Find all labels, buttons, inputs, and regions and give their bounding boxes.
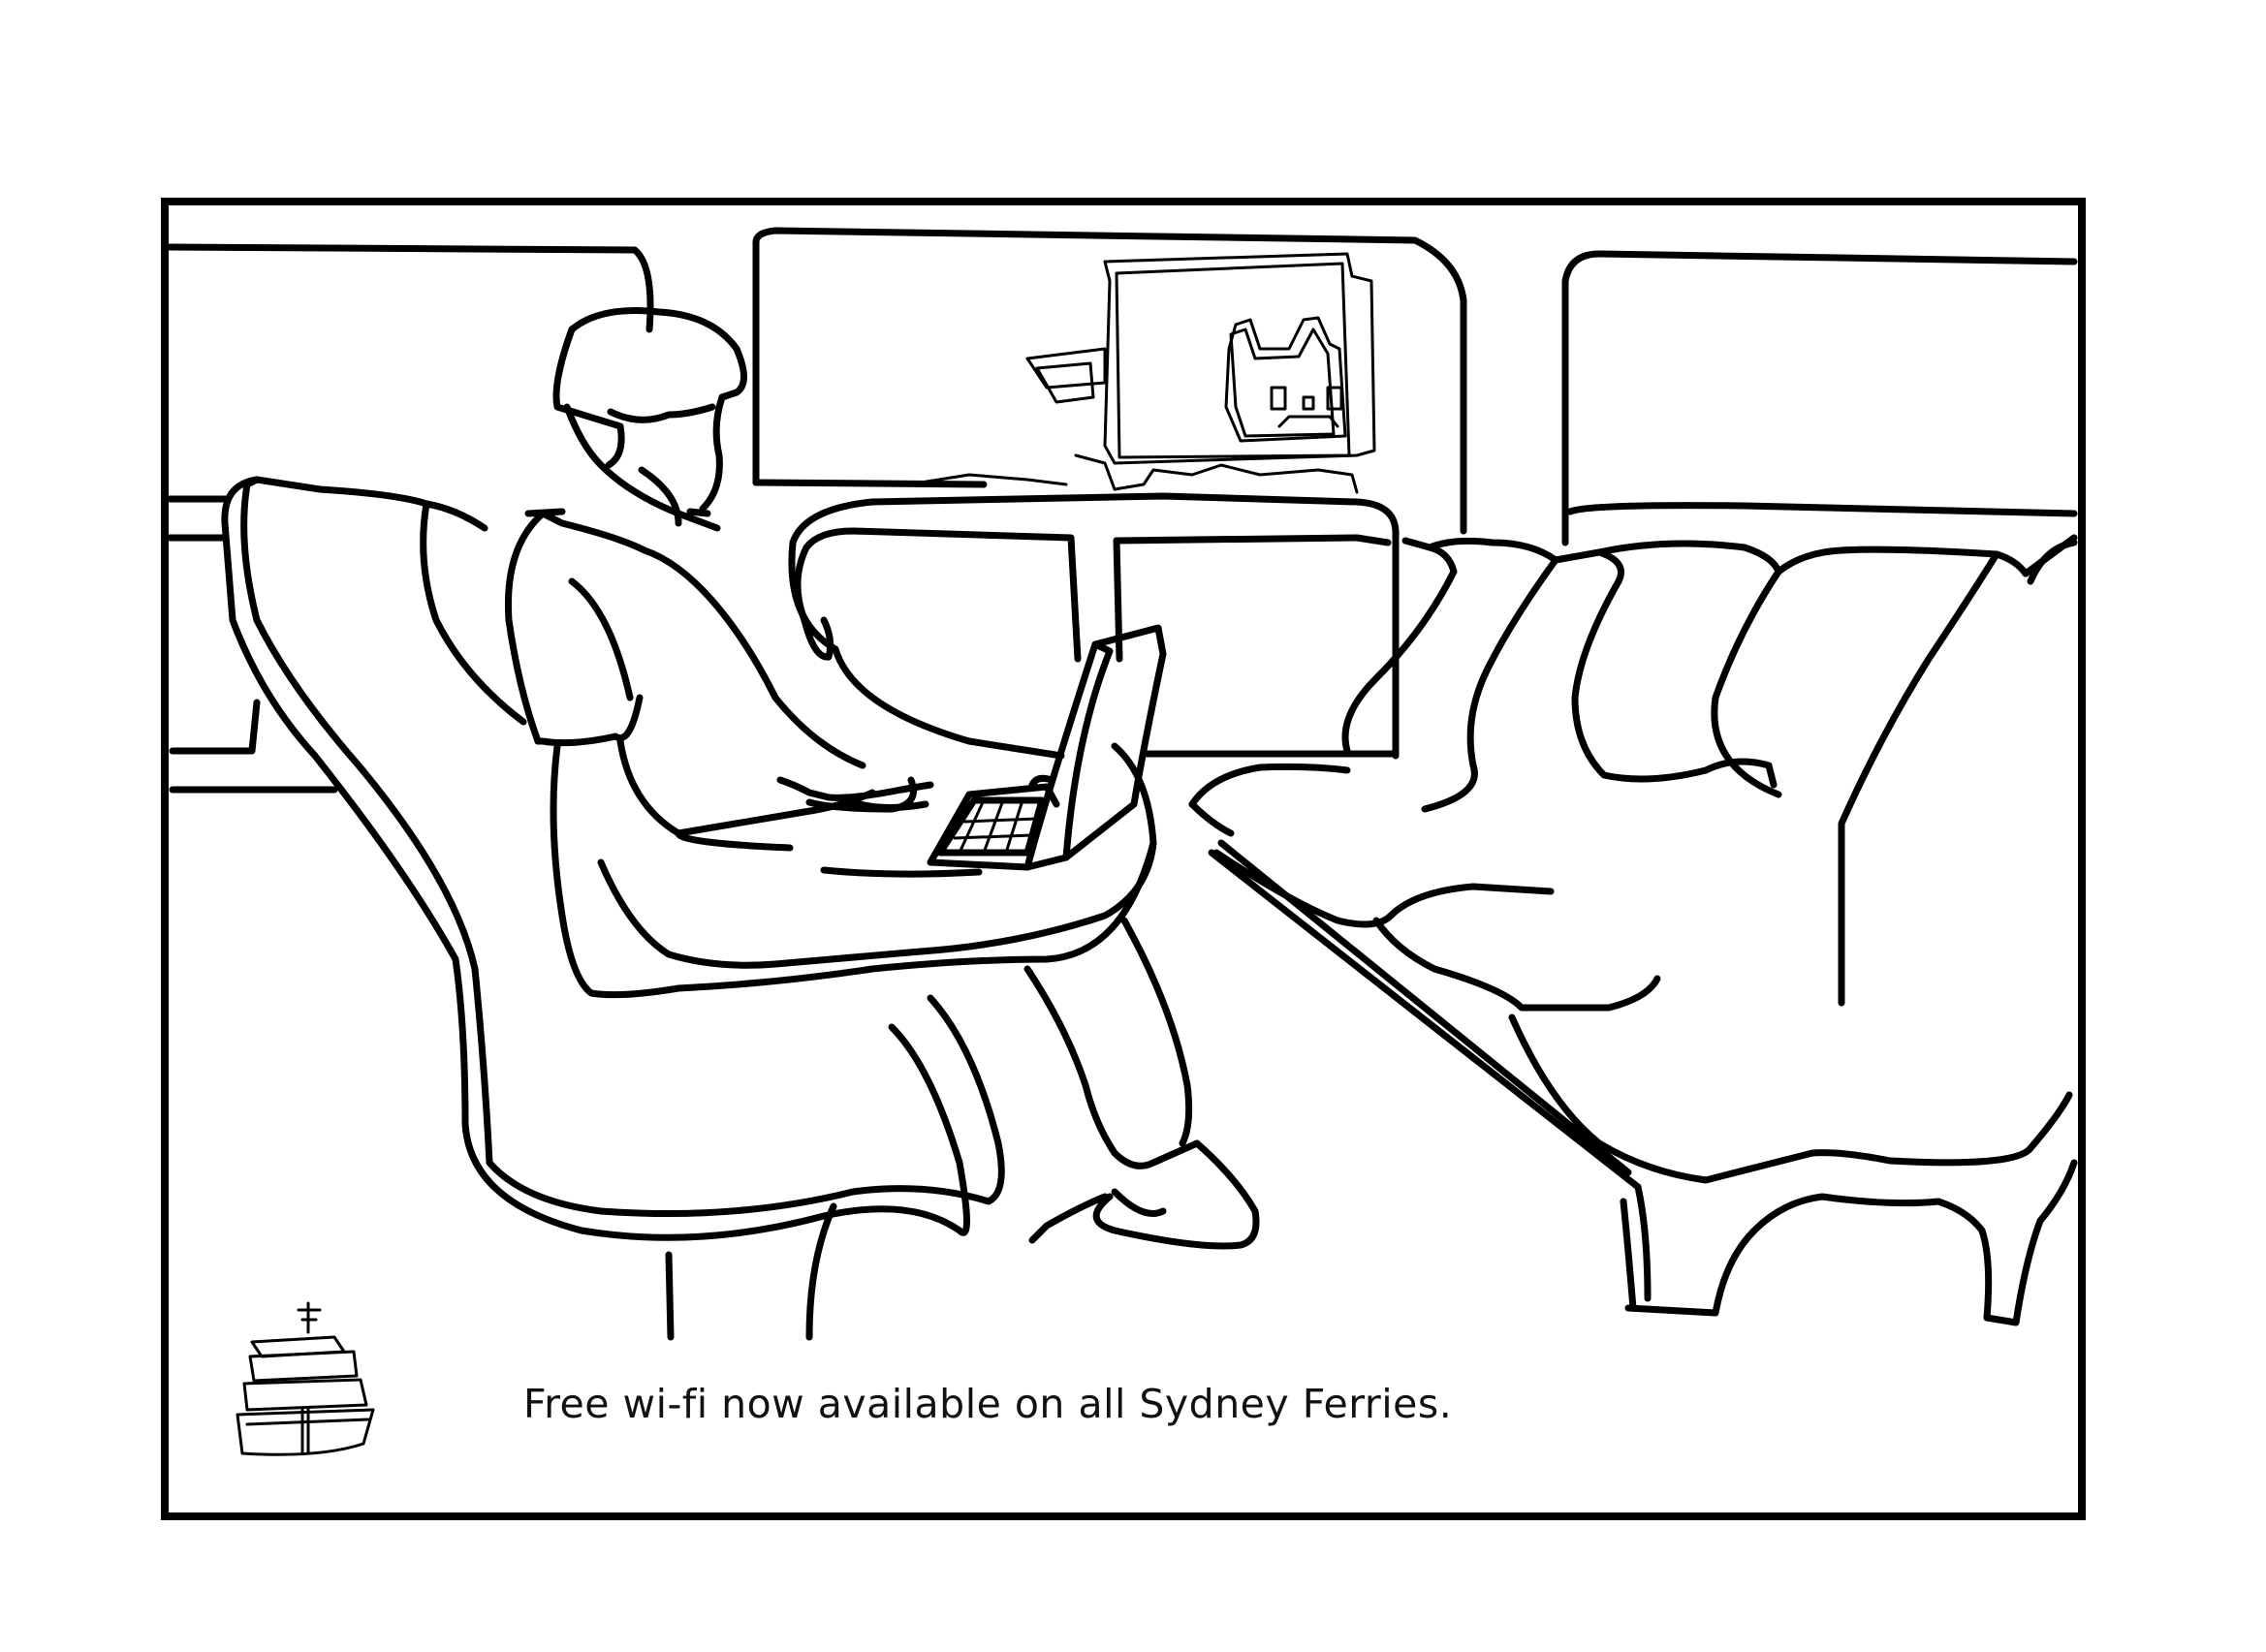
pixel-cat-icon [919, 252, 1376, 494]
seat-rail [788, 492, 1400, 760]
left-wall [166, 495, 338, 794]
right-seats [1111, 534, 2078, 1326]
caption-text: Free wi-fi now available on all Sydney F… [523, 1381, 1453, 1427]
person-with-laptop [504, 306, 1260, 1250]
ferry-logo-icon [236, 1301, 375, 1456]
laptop-icon [805, 624, 1167, 871]
frame-border [161, 198, 2086, 1520]
ferry-windows [166, 227, 2078, 546]
left-seat [221, 476, 1109, 1341]
